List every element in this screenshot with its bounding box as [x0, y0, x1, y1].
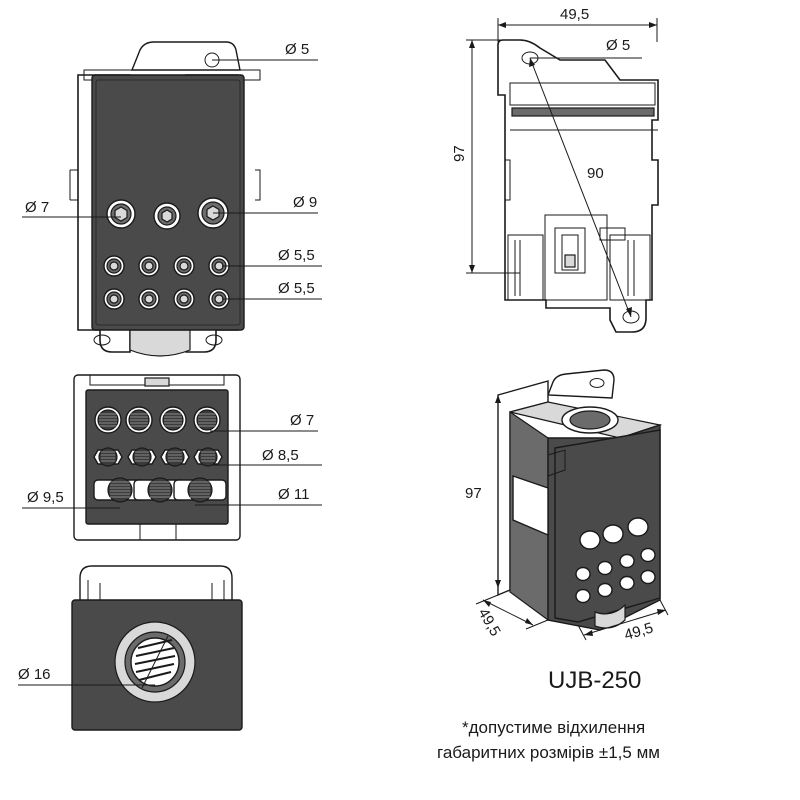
top-view: Ø 7 Ø 8,5 Ø 9,5 Ø 11: [22, 374, 322, 541]
dim-top-d4: Ø 11: [278, 486, 309, 503]
dim-top-d1: Ø 7: [290, 412, 314, 429]
iso-view: 97 49,5 49,5: [465, 369, 669, 644]
dim-side-diagonal: 90: [587, 165, 604, 182]
dim-front-hole-right: Ø 9: [293, 194, 317, 211]
dim-bottom-d1: Ø 16: [18, 666, 51, 683]
dim-front-row1: Ø 5,5: [278, 247, 315, 264]
front-view: Ø 5 Ø 7 Ø 9 Ø 5,5 Ø 5,5: [22, 41, 322, 357]
dim-side-width: 49,5: [560, 6, 589, 23]
dim-front-row2: Ø 5,5: [278, 280, 315, 297]
bottom-view: Ø 16: [18, 565, 243, 731]
dim-side-hole: Ø 5: [606, 37, 630, 54]
dim-iso-height: 97: [465, 485, 482, 502]
dim-iso-width: 49,5: [622, 619, 655, 643]
dim-front-hole-top: Ø 5: [285, 41, 309, 58]
dim-iso-depth: 49,5: [475, 606, 504, 640]
note-line-2: габаритних розмірів ±1,5 мм: [437, 743, 660, 762]
dim-top-d3: Ø 9,5: [27, 489, 64, 506]
dim-side-height: 97: [451, 145, 468, 162]
model-name: UJB-250: [548, 667, 641, 694]
dim-top-d2: Ø 8,5: [262, 447, 299, 464]
side-view: 49,5 97 90 Ø 5: [451, 6, 659, 333]
note-line-1: *допустиме відхилення: [462, 718, 645, 737]
dim-front-hole-left: Ø 7: [25, 199, 49, 216]
